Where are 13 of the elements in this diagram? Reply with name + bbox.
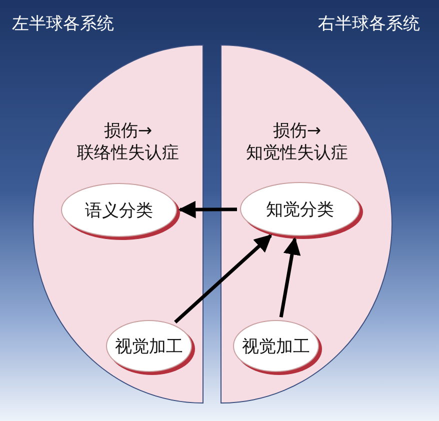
arrow xyxy=(279,237,301,318)
node-label: 视觉加工 xyxy=(115,336,183,358)
section-heading: 左半球各系统 xyxy=(12,14,114,34)
node-label: 知觉分类 xyxy=(266,198,334,220)
arrow xyxy=(178,200,238,218)
node-label: 损伤→ xyxy=(102,121,154,141)
arrow xyxy=(174,234,272,324)
node-label: 视觉加工 xyxy=(242,336,310,358)
section-heading: 右半球各系统 xyxy=(318,14,420,34)
node-label: 损伤→ xyxy=(272,121,322,141)
node-label: 语义分类 xyxy=(85,200,153,222)
node-label: 知觉性失认症 xyxy=(245,143,349,163)
node-label: 联络性失认症 xyxy=(76,143,180,163)
